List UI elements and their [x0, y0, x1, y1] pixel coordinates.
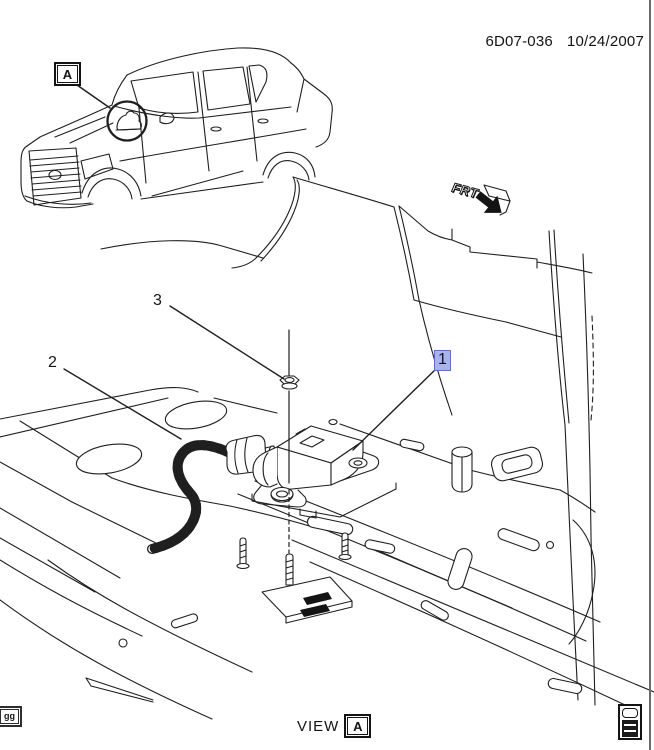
- view-caption: VIEW A: [297, 714, 372, 738]
- document-header: 6D07-036 10/24/2007: [485, 33, 644, 50]
- floorpan-structure: [0, 170, 654, 720]
- page-border: [649, 0, 651, 750]
- stamp-icon-pill: [622, 708, 638, 718]
- detail-circle: [76, 84, 148, 142]
- sensor-module-drawing: [251, 418, 397, 519]
- fastener-drawings: [236, 329, 352, 586]
- callout-3[interactable]: 3: [153, 292, 162, 309]
- view-caption-text: VIEW: [297, 717, 340, 735]
- view-ref-letter: A: [347, 717, 369, 735]
- location-ref-box: A: [54, 62, 81, 86]
- corner-mark-left-text: gg: [0, 709, 19, 724]
- callout-leaders: [63, 305, 439, 451]
- location-ref-letter: A: [57, 65, 78, 83]
- frt-arrow-icon: [475, 184, 511, 216]
- corner-mark-left: gg: [0, 706, 22, 727]
- view-ref-box: A: [344, 714, 372, 738]
- document-date: 10/24/2007: [566, 33, 644, 50]
- document-code: 6D07-036: [485, 33, 553, 50]
- harness-drawing: [147, 434, 278, 554]
- callout-1-highlighted[interactable]: 1: [434, 350, 451, 371]
- callout-2[interactable]: 2: [48, 354, 57, 371]
- stamp-icon-text-block: [622, 720, 638, 737]
- stamp-icon: [618, 704, 642, 740]
- car-thumbnail: [20, 47, 333, 209]
